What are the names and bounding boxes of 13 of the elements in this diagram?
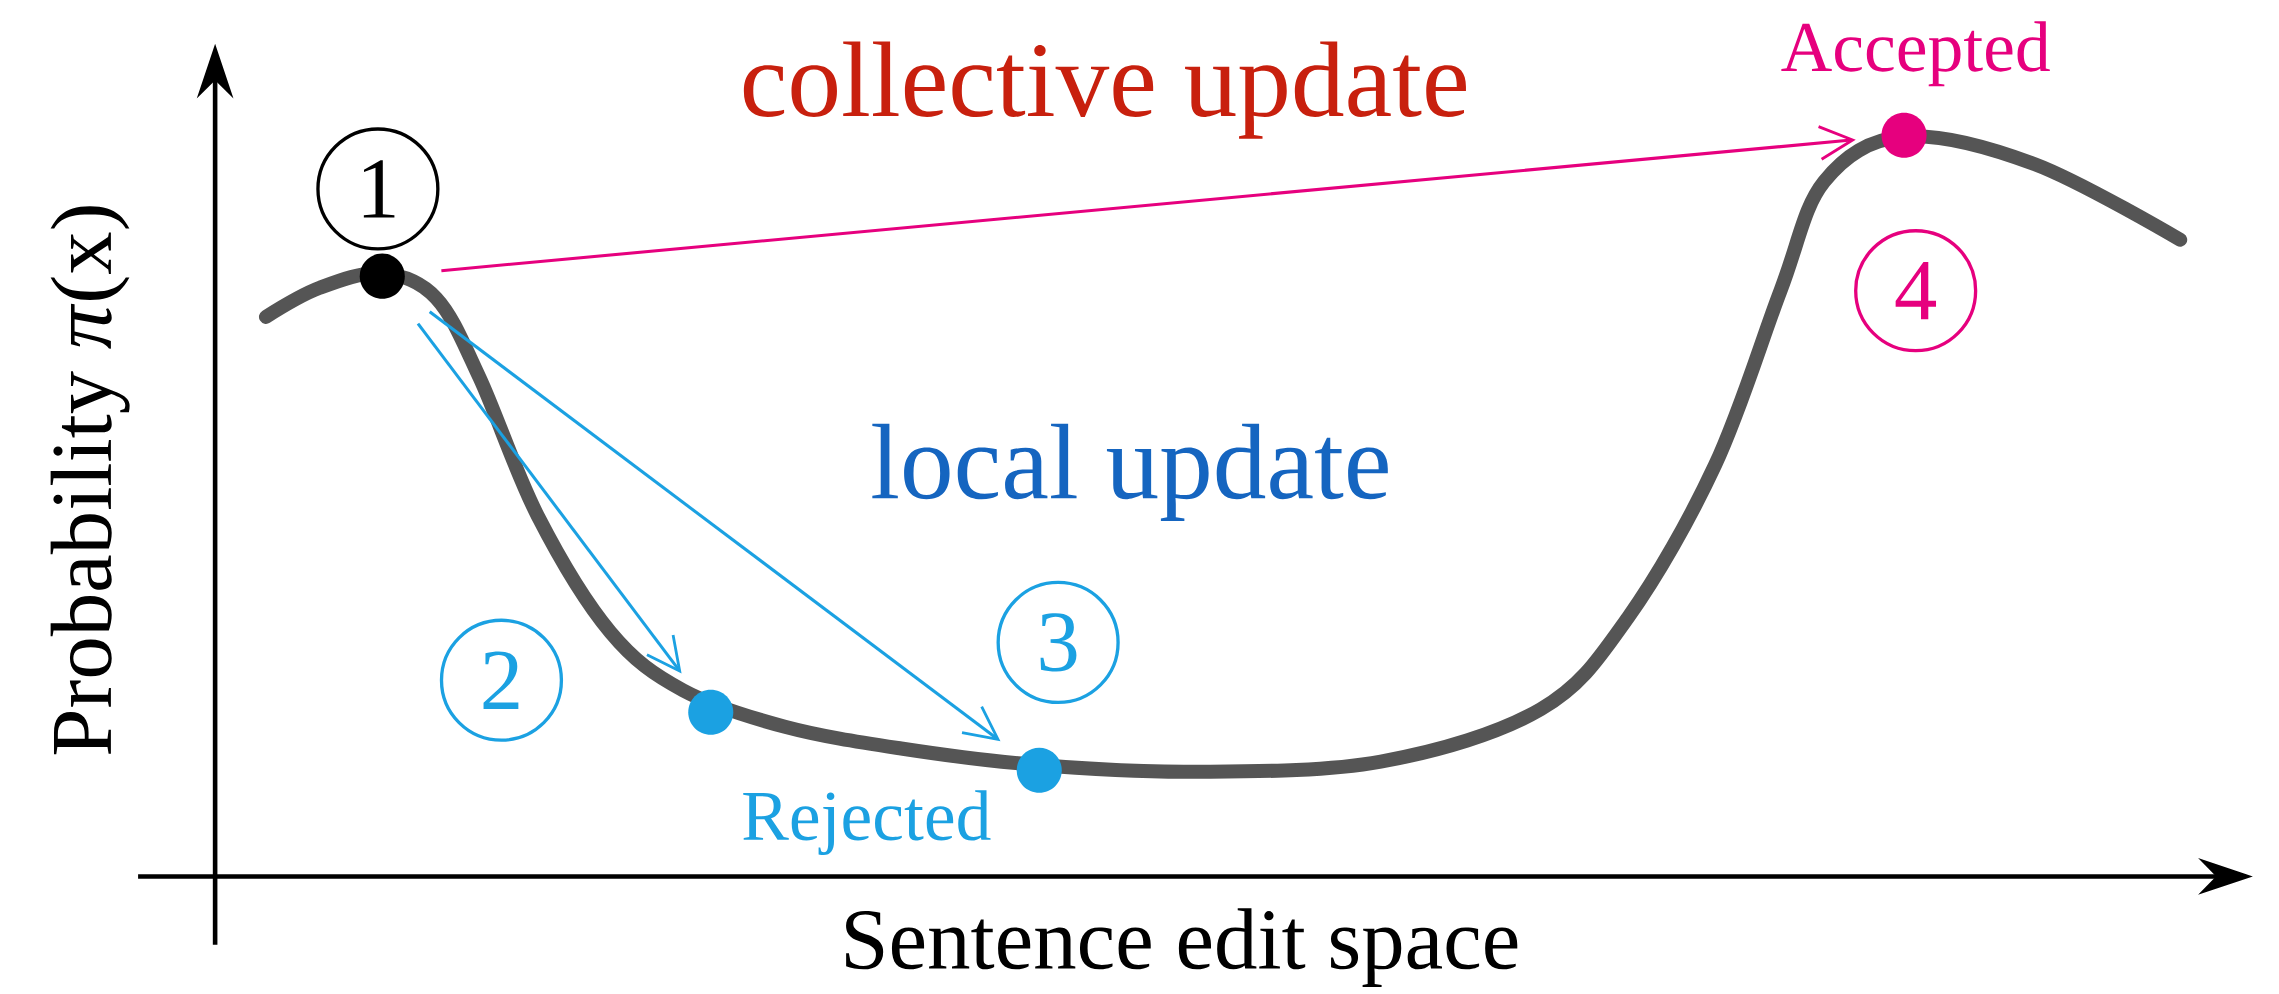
point-marker [1881, 112, 1927, 158]
arrow [441, 125, 1856, 273]
arrow [428, 310, 1001, 742]
arrow [416, 322, 682, 674]
annotation-label: Rejected [743, 790, 991, 855]
annotation-label: local update [872, 423, 1388, 521]
point-marker [359, 253, 405, 299]
annotation-label: Accepted [1781, 21, 2050, 87]
axis-label: Sentence edit space [846, 908, 1518, 987]
point-marker [1016, 747, 1062, 793]
annotation-label: collective update [743, 41, 1466, 139]
point-marker [688, 689, 734, 735]
axis-label: Probability π(x) [50, 206, 130, 755]
